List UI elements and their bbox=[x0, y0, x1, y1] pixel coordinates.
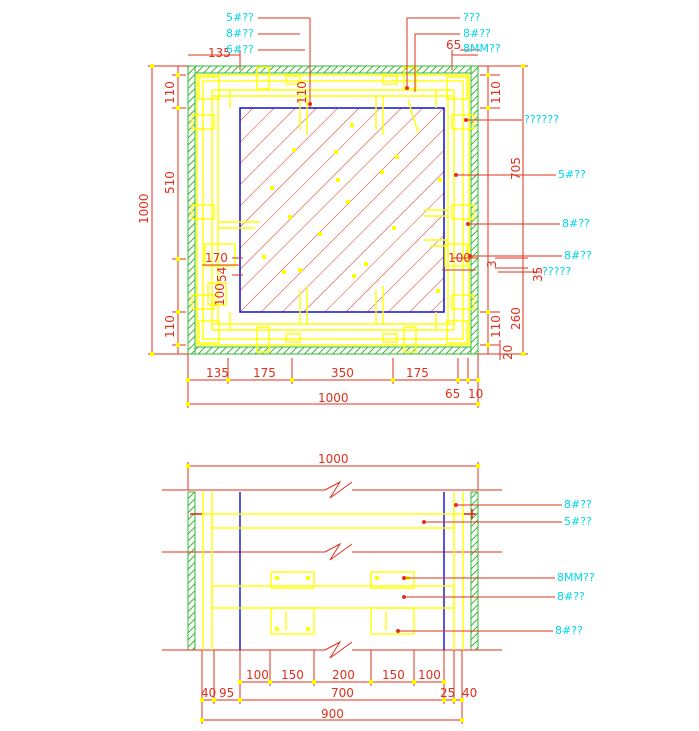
plan-dim-left-170: 170 bbox=[205, 251, 228, 265]
section-dim-40-a: 40 bbox=[201, 686, 216, 700]
section-label-5: 8#?? bbox=[555, 624, 583, 637]
plan-dim-left-510: 510 bbox=[163, 171, 177, 194]
plan-dim-right-260: 260 bbox=[509, 307, 523, 330]
section-wall-left bbox=[187, 491, 196, 651]
plan-label-right-5: ????? bbox=[542, 265, 571, 278]
section-opening-edges bbox=[239, 492, 445, 650]
plan-wall-bottom bbox=[187, 346, 479, 355]
plan-steel-frame bbox=[191, 66, 475, 353]
section-dim-700: 700 bbox=[331, 686, 354, 700]
section-bolts bbox=[275, 576, 410, 631]
plan-label-right-3: 8#?? bbox=[562, 217, 590, 230]
section-dim-150-a: 150 bbox=[281, 668, 304, 682]
plan-dim-top-65: 65 bbox=[446, 38, 461, 52]
plan-dim-right-110-bottom: 110 bbox=[489, 315, 503, 338]
plan-dimension-ticks bbox=[150, 64, 525, 406]
section-dim-25: 25 bbox=[440, 686, 455, 700]
plan-dim-left-110-bottom: 110 bbox=[163, 315, 177, 338]
plan-dim-right-35: 35 bbox=[531, 267, 545, 282]
plan-dim-bottom-65: 65 bbox=[445, 387, 460, 401]
plan-dim-bottom-10: 10 bbox=[468, 387, 483, 401]
section-dim-900: 900 bbox=[321, 707, 344, 721]
section-dimension-ticks bbox=[186, 464, 480, 722]
plan-label-top-right-1: ??? bbox=[463, 11, 481, 24]
plan-dim-bottom-350: 350 bbox=[331, 366, 354, 380]
plan-dim-right-705: 705 bbox=[509, 157, 523, 180]
plan-opening-hatch bbox=[240, 108, 444, 312]
plan-label-top-right-3: 8MM?? bbox=[463, 42, 501, 55]
section-dim-40-b: 40 bbox=[462, 686, 477, 700]
plan-dim-bottom-135: 135 bbox=[206, 366, 229, 380]
section-dim-top-1000: 1000 bbox=[318, 452, 349, 466]
section-view: 1000 100 150 200 150 100 40 95 700 25 40… bbox=[162, 452, 595, 724]
plan-label-right-4: 8#?? bbox=[564, 249, 592, 262]
plan-dim-right-110-top: 110 bbox=[489, 81, 503, 104]
plan-dimension-lines bbox=[148, 50, 528, 408]
plan-dim-left-1000: 1000 bbox=[137, 193, 151, 224]
plan-dim-bottom-1000: 1000 bbox=[318, 391, 349, 405]
section-leaders bbox=[398, 504, 562, 632]
plan-view: 135 65 1000 110 510 170 54 100 110 110 1… bbox=[137, 11, 592, 408]
plan-label-top-left-3: 6#?? bbox=[226, 43, 254, 56]
section-label-1: 8#?? bbox=[564, 498, 592, 511]
plan-dim-right-3: 3 bbox=[485, 260, 499, 268]
section-label-2: 5#?? bbox=[564, 515, 592, 528]
section-dim-100-a: 100 bbox=[246, 668, 269, 682]
section-dim-95: 95 bbox=[219, 686, 234, 700]
plan-dim-left-110-top: 110 bbox=[163, 81, 177, 104]
plan-label-top-left-2: 8#?? bbox=[226, 27, 254, 40]
section-dim-100-b: 100 bbox=[418, 668, 441, 682]
plan-wall-top bbox=[187, 65, 479, 74]
section-wall-anchor-marks bbox=[190, 509, 476, 519]
plan-leader-dots bbox=[308, 86, 472, 258]
plan-dim-right-20: 20 bbox=[501, 345, 515, 360]
plan-label-top-right-2: 8#?? bbox=[463, 27, 491, 40]
plan-dim-right-100: 100 bbox=[448, 251, 471, 265]
section-dim-200: 200 bbox=[332, 668, 355, 682]
section-slab-lines bbox=[162, 480, 502, 659]
plan-dim-left-100: 100 bbox=[213, 283, 227, 306]
section-label-3: 8MM?? bbox=[557, 571, 595, 584]
plan-label-top-left-1: 5#?? bbox=[226, 11, 254, 24]
plan-dim-center-110: 110 bbox=[295, 81, 309, 104]
section-label-4: 8#?? bbox=[557, 590, 585, 603]
plan-dim-bottom-175-b: 175 bbox=[406, 366, 429, 380]
plan-label-right-1: ?????? bbox=[524, 113, 559, 126]
plan-dim-top-135: 135 bbox=[208, 46, 231, 60]
plan-label-right-2: 5#?? bbox=[558, 168, 586, 181]
plan-dim-bottom-175-a: 175 bbox=[253, 366, 276, 380]
plan-dim-left-54: 54 bbox=[215, 267, 229, 282]
section-dimension-lines bbox=[187, 462, 479, 724]
section-dim-150-b: 150 bbox=[382, 668, 405, 682]
plan-leaders bbox=[258, 17, 562, 273]
section-steel bbox=[195, 492, 471, 650]
plan-bolts bbox=[262, 123, 442, 293]
section-leader-dots bbox=[396, 503, 458, 633]
